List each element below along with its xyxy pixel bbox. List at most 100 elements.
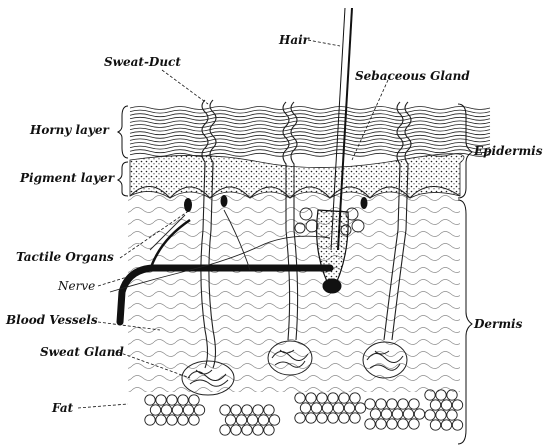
epidermis-label: Epidermis — [474, 145, 542, 157]
fat-cell — [306, 413, 316, 423]
fat-cell — [247, 415, 257, 425]
fat-cell — [328, 393, 338, 403]
fat-cell — [189, 415, 199, 425]
fat-cell — [317, 393, 327, 403]
fat-cell — [156, 395, 166, 405]
fat-cell — [398, 399, 408, 409]
horny-layer-line — [130, 150, 490, 153]
fat-cell — [236, 415, 246, 425]
fat-cell — [167, 415, 177, 425]
fat-cell — [264, 405, 274, 415]
fat-cell — [387, 399, 397, 409]
horny-layer-line — [130, 139, 490, 142]
horny-layer-line — [130, 135, 490, 138]
fat-cell — [295, 393, 305, 403]
horny-layer-line — [130, 128, 490, 131]
sebaceous-gland-label: Sebaceous Gland — [355, 70, 470, 82]
horny-layer-line — [130, 107, 490, 110]
fat-cell — [150, 405, 160, 415]
fat-cell — [258, 415, 268, 425]
fat-cell — [269, 415, 279, 425]
blood-vessels-label: Blood Vessels — [6, 314, 98, 326]
fat-cell — [156, 415, 166, 425]
sweat-gland-label: Sweat Gland — [40, 346, 124, 358]
fat-cell — [409, 399, 419, 409]
fat-cell — [365, 399, 375, 409]
fat-cell — [376, 419, 386, 429]
fat-cell — [387, 419, 397, 429]
fat-cell — [242, 405, 252, 415]
fat-cell — [194, 405, 204, 415]
fat-cell — [242, 425, 252, 435]
horny-layer-label: Horny layer — [30, 124, 109, 136]
sweat-duct-label: Sweat-Duct — [104, 56, 181, 68]
fat-cell — [339, 393, 349, 403]
fat-cell — [295, 413, 305, 423]
horny-layer-line — [130, 143, 490, 146]
fat-cell — [183, 405, 193, 415]
fat-cell — [403, 409, 413, 419]
fat-cell — [178, 415, 188, 425]
horny-layer-line — [130, 114, 490, 117]
fat-cell — [225, 415, 235, 425]
fat-label: Fat — [52, 402, 73, 414]
fat-cell — [300, 403, 310, 413]
fat-cell — [333, 403, 343, 413]
fat-cell — [344, 403, 354, 413]
fat-cell — [189, 395, 199, 405]
fat-cell — [441, 400, 451, 410]
fat-cell — [350, 393, 360, 403]
horny-layer-line — [130, 125, 490, 128]
fat-cell — [370, 409, 380, 419]
fat-cell — [220, 425, 230, 435]
fat-cell — [365, 419, 375, 429]
fat-cell — [452, 400, 462, 410]
fat-cell — [264, 425, 274, 435]
pigment-layer-label: Pigment layer — [20, 172, 114, 184]
fat-cell — [414, 409, 424, 419]
fat-cell — [253, 425, 263, 435]
nerve-label: Nerve — [58, 280, 95, 292]
fat-cell — [430, 400, 440, 410]
horny-layer-lines — [130, 107, 490, 157]
pigment-layer-brace — [118, 162, 128, 196]
fat-cell — [145, 415, 155, 425]
horny-layer-line — [130, 132, 490, 135]
fat-cell — [306, 393, 316, 403]
horny-layer-line — [130, 110, 490, 113]
horny-layer-brace — [118, 106, 128, 158]
fat-cell — [220, 405, 230, 415]
fat-cell — [436, 410, 446, 420]
fat-cell — [253, 405, 263, 415]
fat-cell — [430, 420, 440, 430]
fat-cell — [409, 419, 419, 429]
fat-cell — [145, 395, 155, 405]
fat-cell — [178, 395, 188, 405]
dermis-brace — [458, 200, 472, 444]
fat-cell — [317, 413, 327, 423]
fat-cell — [452, 420, 462, 430]
fat-cell — [392, 409, 402, 419]
fat-cell — [172, 405, 182, 415]
fat-cell — [376, 399, 386, 409]
fat-cell — [231, 405, 241, 415]
fat-cell — [381, 409, 391, 419]
fat-cell — [350, 413, 360, 423]
fat-cell — [328, 413, 338, 423]
fat-cell — [441, 420, 451, 430]
fat-cell — [322, 403, 332, 413]
fat-cell — [447, 410, 457, 420]
fat-cell — [231, 425, 241, 435]
fat-cell — [339, 413, 349, 423]
fat-cell — [161, 405, 171, 415]
hair-label: Hair — [279, 34, 309, 46]
tactile-organs-label: Tactile Organs — [16, 251, 114, 263]
fat-cell-clusters — [145, 390, 463, 435]
horny-layer-line — [130, 146, 490, 149]
horny-layer-line — [130, 117, 490, 120]
fat-cell — [311, 403, 321, 413]
horny-layer-line — [130, 121, 490, 124]
fat-cell — [425, 410, 435, 420]
